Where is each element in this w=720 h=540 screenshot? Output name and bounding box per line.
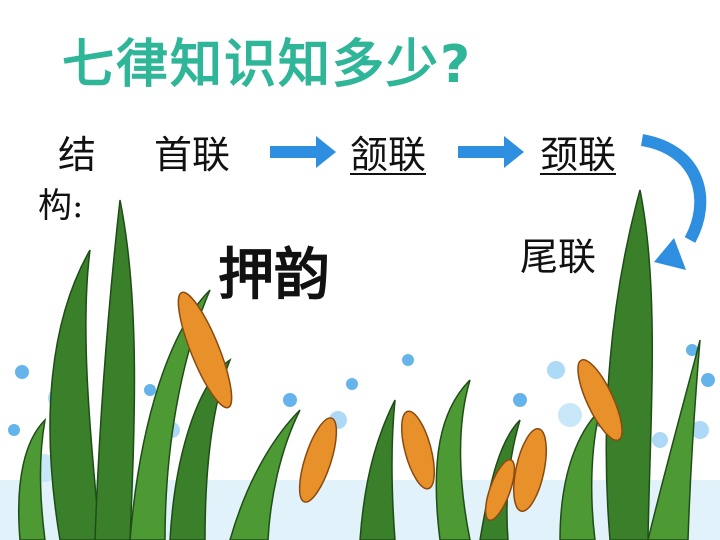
- structure-label-line1: 结: [58, 133, 97, 177]
- slide-title: 七律知识知多少?: [62, 35, 473, 95]
- part-weilian: 尾联: [520, 235, 597, 279]
- arrow-head-icon: [654, 238, 686, 270]
- part-jinglian: 颈联: [540, 133, 617, 177]
- part-shoulian: 首联: [154, 133, 231, 177]
- rhyme-label: 押韵: [218, 243, 330, 308]
- part-hanlian: 颔联: [350, 133, 427, 177]
- arrow-icon: [270, 136, 336, 168]
- arrow-icon: [458, 136, 524, 168]
- grass-blades: [17, 189, 701, 540]
- structure-label-line2: 构:: [38, 186, 84, 226]
- curved-arrow-icon: [640, 134, 707, 243]
- corn-cobs: [177, 291, 623, 522]
- arrows: [270, 134, 707, 270]
